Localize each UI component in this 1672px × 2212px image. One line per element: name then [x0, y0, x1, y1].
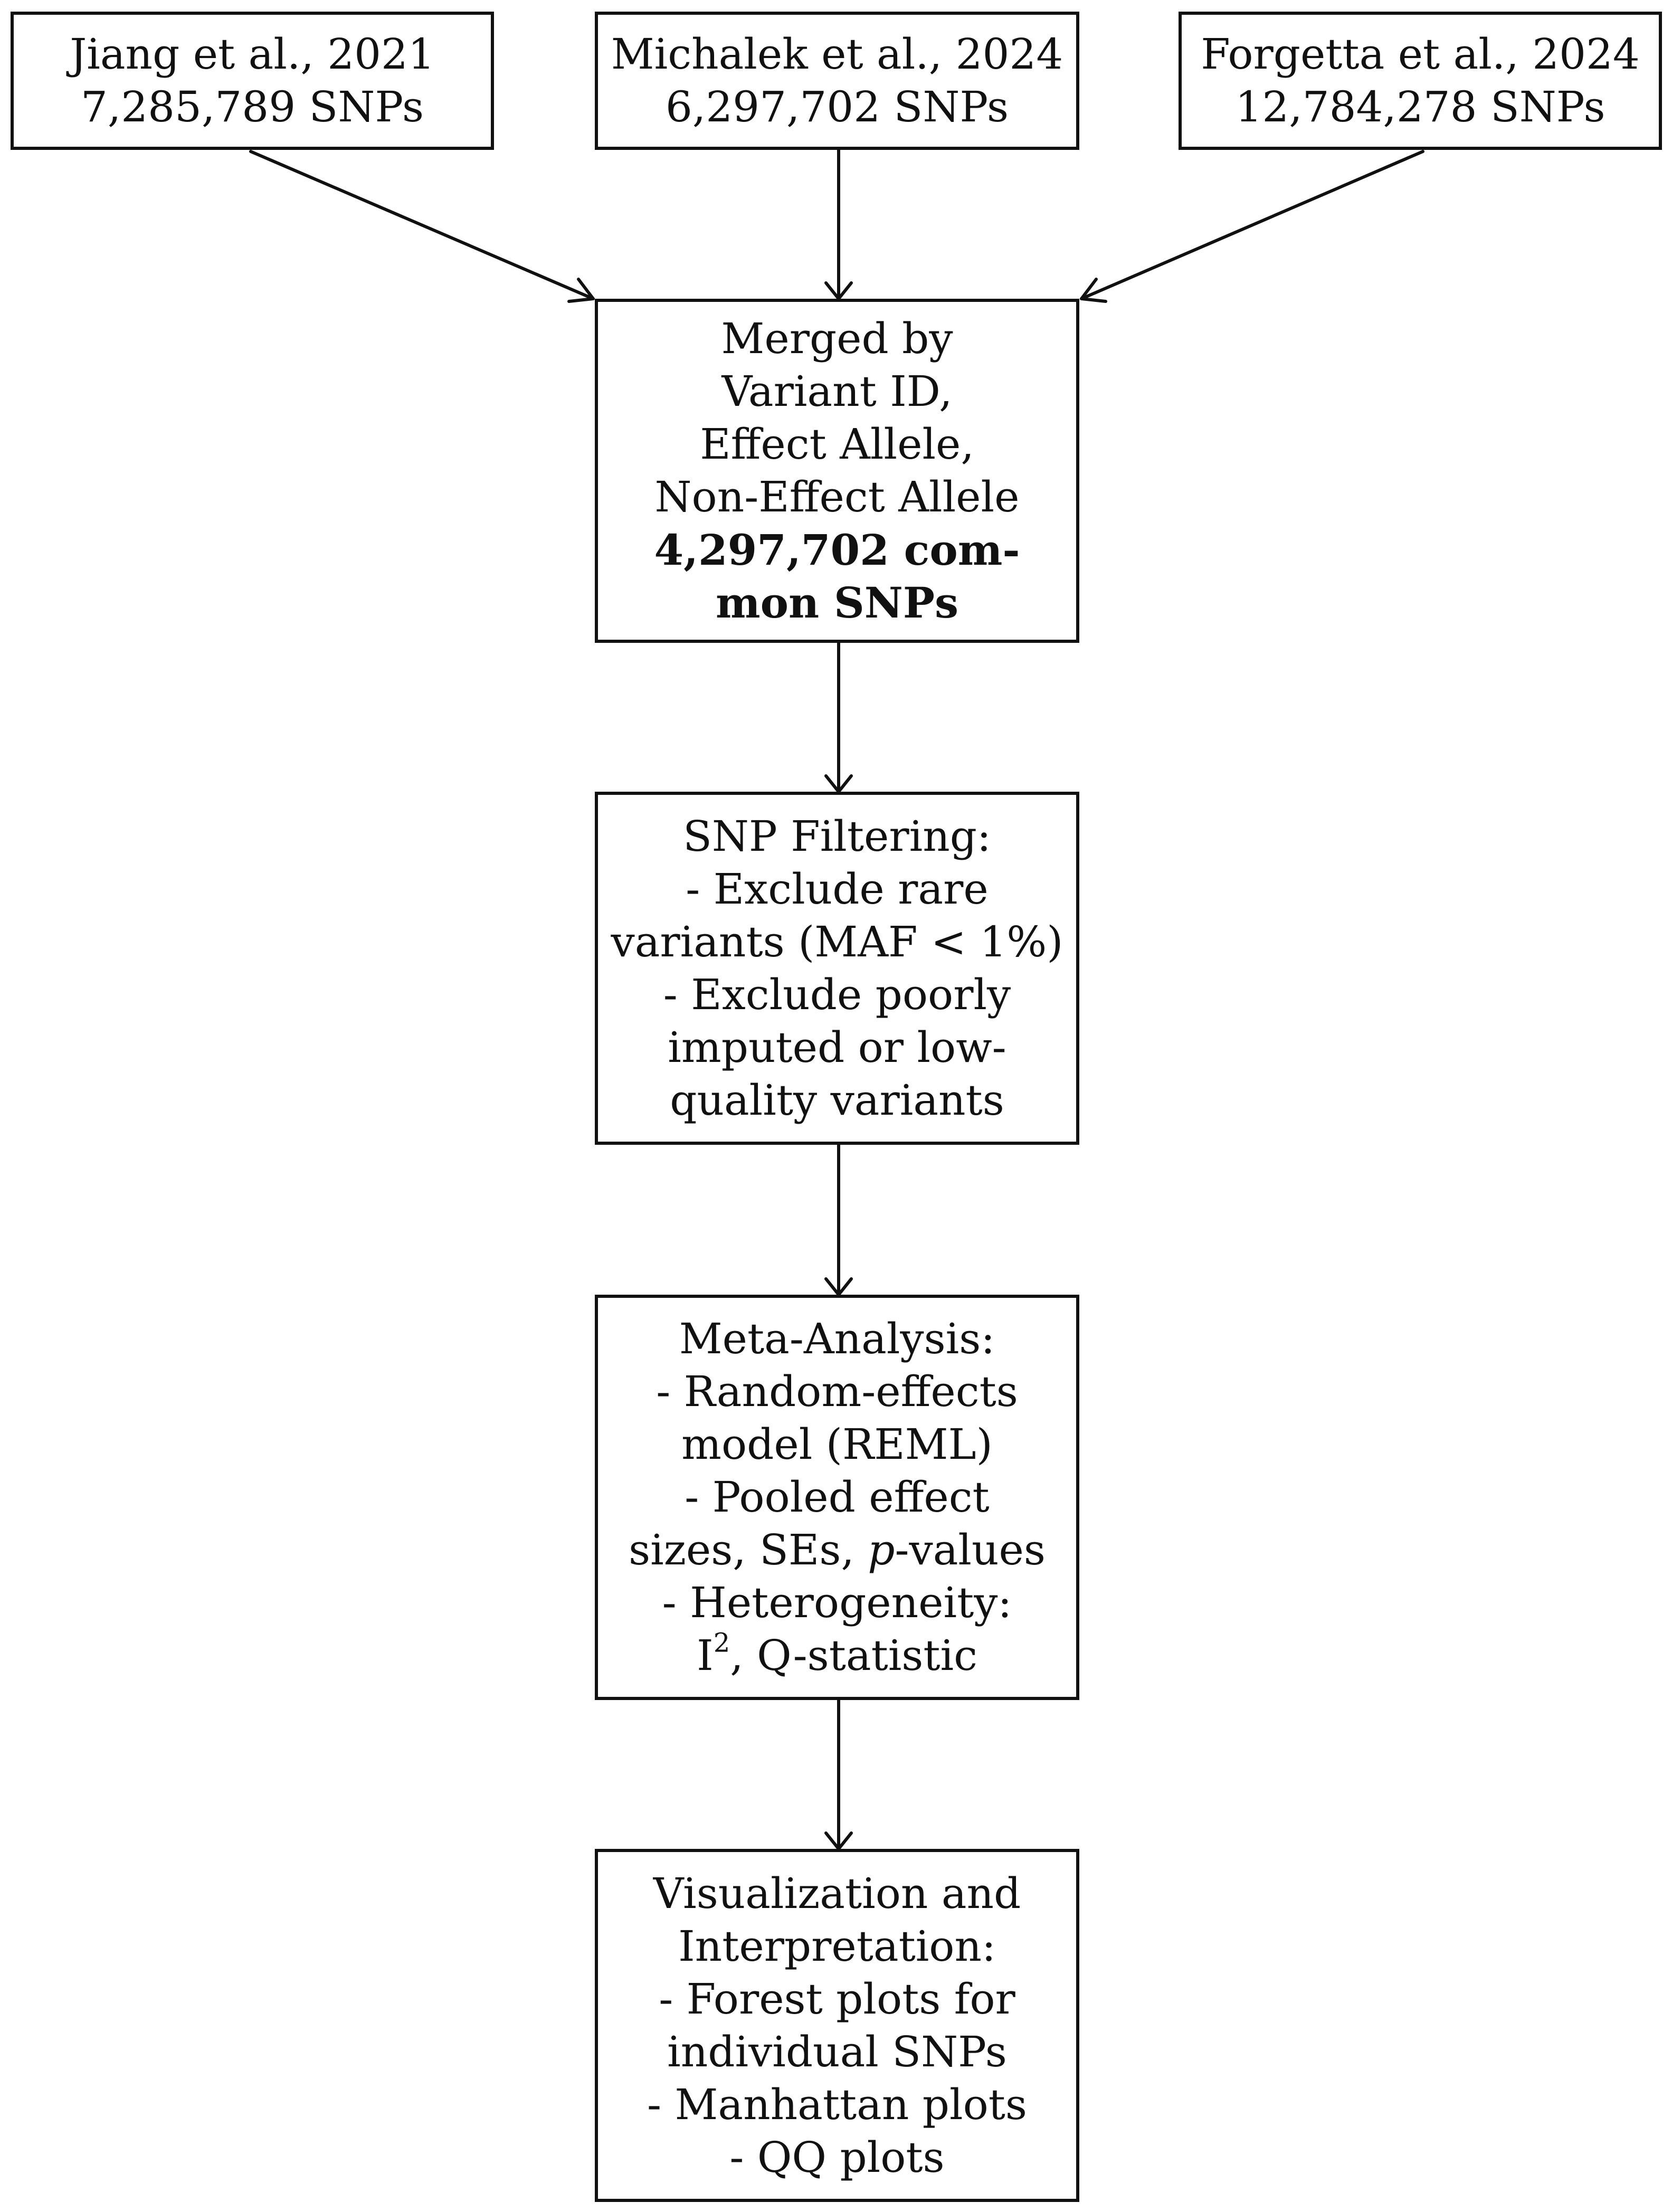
meta-line-1: Meta-Analysis:: [679, 1314, 995, 1363]
visualization-box: Visualization and Interpretation: - Fore…: [595, 1849, 1079, 2202]
source-snp-count: 6,297,702 SNPs: [665, 82, 1009, 131]
merge-common-snps-line-2: mon SNPs: [715, 578, 959, 628]
source-box-jiang: Jiang et al., 2021 7,285,789 SNPs: [11, 12, 494, 150]
viz-line-4: individual SNPs: [667, 2027, 1007, 2076]
meta-i-symbol: I: [697, 1631, 714, 1680]
edge-jiang-to-merge: [249, 150, 595, 300]
edge-jiang-to-merge-arrowhead: [567, 278, 595, 303]
merge-line-3: Effect Allele,: [700, 420, 974, 469]
source-box-forgetta: Forgetta et al., 2024 12,784,278 SNPs: [1179, 12, 1662, 150]
meta-line-5: sizes, SEs, p-values: [629, 1524, 1046, 1577]
source-box-michalek: Michalek et al., 2024 6,297,702 SNPs: [595, 12, 1079, 150]
merge-line-2: Variant ID,: [721, 367, 953, 416]
filter-line-1: SNP Filtering:: [683, 811, 991, 861]
source-title: Michalek et al., 2024: [611, 30, 1063, 79]
meta-analysis-box: Meta-Analysis: - Random-effects model (R…: [595, 1295, 1079, 1700]
viz-line-5: - Manhattan plots: [647, 2080, 1027, 2129]
source-snp-count: 12,784,278 SNPs: [1235, 82, 1606, 131]
filter-line-2: - Exclude rare: [686, 864, 989, 914]
meta-line-5-text: sizes, SEs,: [629, 1525, 868, 1574]
edge-forgetta-to-merge: [1080, 150, 1424, 300]
filter-line-3: variants (MAF < 1%): [611, 917, 1063, 966]
merge-line-4: Non-Effect Allele: [654, 472, 1020, 521]
meta-line-3: model (REML): [681, 1420, 993, 1469]
meta-p-symbol: p: [868, 1525, 895, 1574]
merge-box: Merged by Variant ID, Effect Allele, Non…: [595, 299, 1079, 643]
meta-line-7-suffix: , Q-statistic: [730, 1631, 977, 1680]
source-title: Forgetta et al., 2024: [1201, 30, 1640, 79]
filter-line-4: - Exclude poorly: [663, 970, 1011, 1019]
meta-line-2: - Random-effects: [656, 1367, 1018, 1416]
meta-line-7: I2, Q-statistic: [697, 1629, 977, 1682]
meta-i-superscript: 2: [713, 1627, 730, 1658]
filter-line-6: quality variants: [670, 1075, 1004, 1125]
meta-line-5-suffix: -values: [895, 1525, 1046, 1574]
viz-line-1: Visualization and: [653, 1868, 1021, 1918]
edge-forgetta-to-merge-arrowhead: [1080, 278, 1107, 303]
source-snp-count: 7,285,789 SNPs: [80, 82, 424, 131]
meta-line-4: - Pooled effect: [685, 1473, 990, 1522]
merge-common-snps-line-1: 4,297,702 com-: [654, 525, 1020, 575]
meta-line-6: - Heterogeneity:: [662, 1578, 1012, 1627]
viz-line-3: - Forest plots for: [659, 1974, 1015, 2024]
viz-line-6: - QQ plots: [729, 2132, 945, 2182]
viz-line-2: Interpretation:: [678, 1921, 996, 1971]
merge-line-1: Merged by: [721, 314, 953, 363]
filter-line-5: imputed or low-: [668, 1022, 1006, 1072]
snp-filtering-box: SNP Filtering: - Exclude rare variants (…: [595, 792, 1079, 1145]
source-title: Jiang et al., 2021: [70, 30, 435, 79]
